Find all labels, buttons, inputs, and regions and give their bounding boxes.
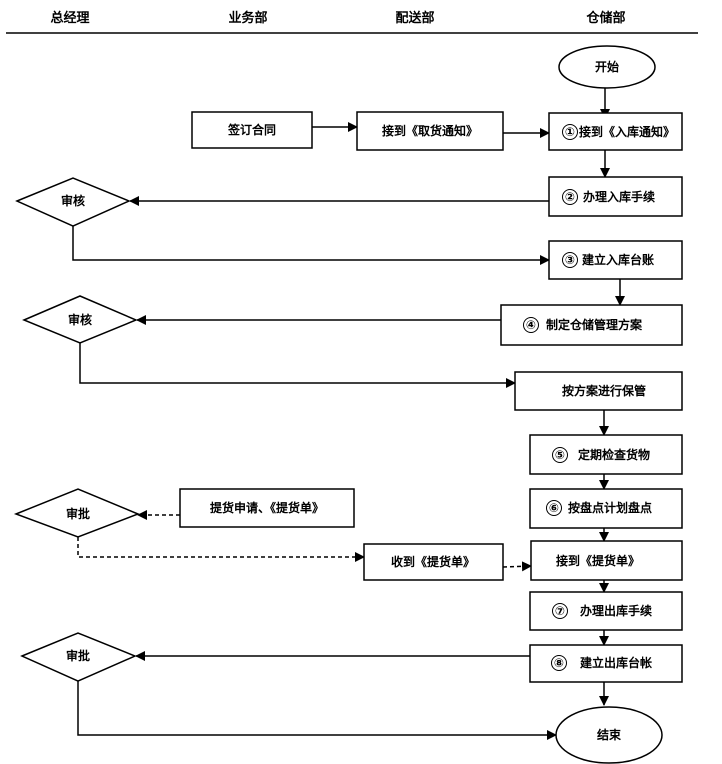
step3-number: ③ <box>565 253 575 267</box>
header-gm: 总经理 <box>50 10 89 26</box>
pickup-notice-label: 接到《取货通知》 <box>382 123 478 138</box>
node-receive-bill: 收到《提货单》 <box>363 543 504 581</box>
storage-plan-label: 按方案进行保管 <box>562 383 646 398</box>
step7-number: ⑦ <box>555 604 565 618</box>
step1-label: 接到《入库通知》 <box>579 124 675 139</box>
header-delivery: 配送部 <box>395 10 434 26</box>
node-approve1: 审批 <box>13 488 141 538</box>
step4-number: ④ <box>526 318 536 332</box>
step4-label: 制定仓储管理方案 <box>546 317 643 332</box>
node-end: 结束 <box>555 706 663 764</box>
review1-label: 审核 <box>61 193 85 208</box>
step2-label: 办理入库手续 <box>583 189 655 204</box>
sign-contract-label: 签订合同 <box>227 122 276 137</box>
node-start: 开始 <box>558 45 656 89</box>
node-step3: ③ 建立入库台账 <box>548 240 683 280</box>
node-step5: ⑤ 定期检查货物 <box>529 434 683 475</box>
step8-label: 建立出库台帐 <box>579 655 652 670</box>
step5-number: ⑤ <box>555 448 565 462</box>
node-step7: ⑦ 办理出库手续 <box>529 591 683 631</box>
got-bill-label: 接到《提货单》 <box>556 553 640 568</box>
header-business: 业务部 <box>228 10 267 26</box>
step3-label: 建立入库台账 <box>581 252 654 267</box>
step6-label: 按盘点计划盘点 <box>568 500 652 515</box>
step8-number: ⑧ <box>554 656 564 670</box>
node-step8: ⑧ 建立出库台帐 <box>529 644 683 683</box>
review2-label: 审核 <box>68 312 92 327</box>
approve1-label: 审批 <box>66 506 90 521</box>
edge-approve2-end <box>77 681 557 740</box>
node-review1: 审核 <box>15 177 131 227</box>
edge-approve1-receive <box>77 537 365 562</box>
receive-bill-label: 收到《提货单》 <box>391 554 475 569</box>
header-warehouse: 仓储部 <box>585 10 625 26</box>
node-step4: ④ 制定仓储管理方案 <box>500 304 683 346</box>
step2-number: ② <box>565 190 575 204</box>
end-label: 结束 <box>597 727 622 742</box>
node-step2: ② 办理入库手续 <box>548 176 683 217</box>
edge-review1-step3 <box>72 226 550 265</box>
edge-receive-gotbill <box>502 561 532 572</box>
node-approve2: 审批 <box>20 632 137 682</box>
dashed-connectors <box>77 510 532 572</box>
step7-label: 办理出库手续 <box>580 603 652 618</box>
node-sign-contract: 签订合同 <box>191 111 313 149</box>
node-pickup-notice: 接到《取货通知》 <box>356 111 504 151</box>
step1-number: ① <box>565 125 575 139</box>
node-review2: 审核 <box>22 295 138 344</box>
step5-label: 定期检查货物 <box>578 447 650 462</box>
step6-number: ⑥ <box>549 501 559 515</box>
node-got-bill: 接到《提货单》 <box>530 540 683 581</box>
edge-review2-plan <box>79 343 516 388</box>
apply-bill-label: 提货申请、《提货单》 <box>210 500 324 515</box>
approve2-label: 审批 <box>66 648 90 663</box>
node-step6: ⑥ 按盘点计划盘点 <box>529 488 683 529</box>
connectors <box>72 86 625 740</box>
node-apply-bill: 提货申请、《提货单》 <box>179 488 355 528</box>
node-storage-plan: 按方案进行保管 <box>514 371 683 411</box>
start-label: 开始 <box>595 59 619 74</box>
node-step1: ① 接到《入库通知》 <box>548 112 683 151</box>
